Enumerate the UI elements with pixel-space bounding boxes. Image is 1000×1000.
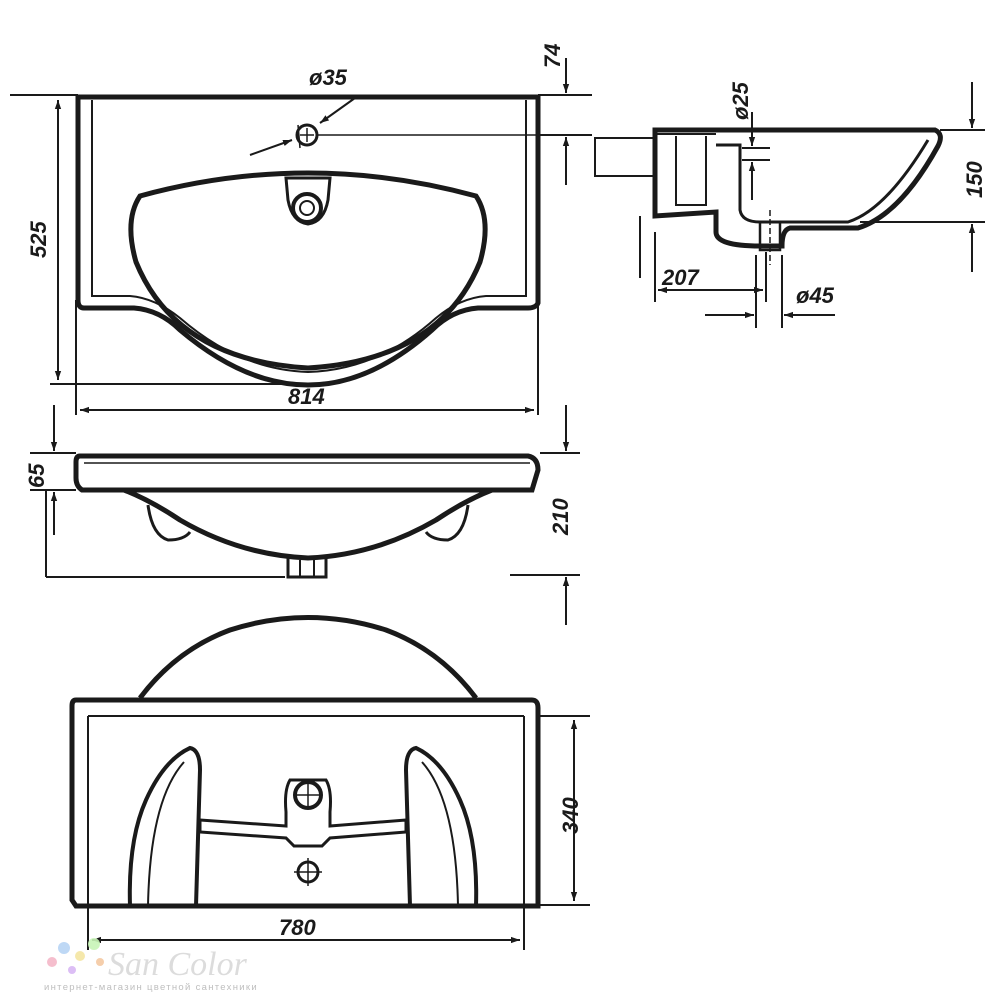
dim-front-rim-height: 65 bbox=[24, 463, 49, 488]
side-wall-bracket bbox=[594, 137, 655, 177]
logo-dot bbox=[75, 951, 85, 961]
top-drain-inner bbox=[299, 200, 315, 216]
top-view: ø35 74 525 814 bbox=[10, 44, 592, 415]
dim-side-drain-offset: 207 bbox=[661, 265, 700, 290]
overflow-slot bbox=[284, 176, 332, 226]
side-view-inner bbox=[716, 139, 930, 224]
dim-front-total-height: 210 bbox=[548, 498, 573, 536]
front-drain-stub bbox=[286, 557, 328, 579]
dim-top-depth: 525 bbox=[26, 221, 51, 258]
dim-bottom-width: 780 bbox=[279, 915, 316, 940]
dim-side-bowl-depth: 150 bbox=[962, 161, 987, 198]
side-view-outline bbox=[652, 127, 943, 249]
logo-dot bbox=[68, 966, 76, 974]
tap-hole bbox=[295, 123, 319, 147]
bottom-fin-right bbox=[403, 745, 479, 908]
logo-dot bbox=[58, 942, 70, 954]
bottom-view-outline bbox=[69, 697, 541, 909]
top-view-rim bbox=[91, 100, 527, 374]
dim-edge-offset: 74 bbox=[540, 44, 565, 68]
watermark-tagline: интернет-магазин цветной сантехники bbox=[44, 982, 258, 993]
bottom-cross-bracket bbox=[198, 778, 408, 848]
top-view-basin bbox=[128, 170, 488, 371]
front-mount-left bbox=[146, 504, 192, 542]
top-view-outline bbox=[75, 94, 541, 388]
logo-dots-icon bbox=[47, 938, 104, 974]
top-drain-outer bbox=[291, 192, 323, 224]
dim-side-overflow: ø25 bbox=[728, 81, 753, 120]
front-view-bowl bbox=[123, 487, 493, 561]
logo-dot bbox=[96, 958, 104, 966]
front-view-rim bbox=[73, 453, 541, 493]
bottom-view-dome bbox=[138, 615, 478, 700]
watermark-logo: San Color интернет-магазин цветной санте… bbox=[44, 938, 258, 993]
side-view: ø25 150 207 ø45 bbox=[594, 81, 987, 328]
front-view: 65 210 bbox=[24, 405, 580, 625]
logo-dot bbox=[47, 957, 57, 967]
dim-side-drain-diameter: ø45 bbox=[796, 283, 835, 308]
watermark-brand: San Color bbox=[108, 946, 248, 983]
logo-dot bbox=[88, 938, 100, 950]
dim-tap-hole: ø35 bbox=[309, 65, 348, 90]
bottom-fin-left bbox=[127, 745, 203, 908]
dim-bottom-depth: 340 bbox=[558, 797, 583, 834]
dim-top-width: 814 bbox=[288, 384, 325, 409]
bottom-view: 340 780 bbox=[69, 615, 590, 950]
front-mount-right bbox=[424, 504, 470, 542]
